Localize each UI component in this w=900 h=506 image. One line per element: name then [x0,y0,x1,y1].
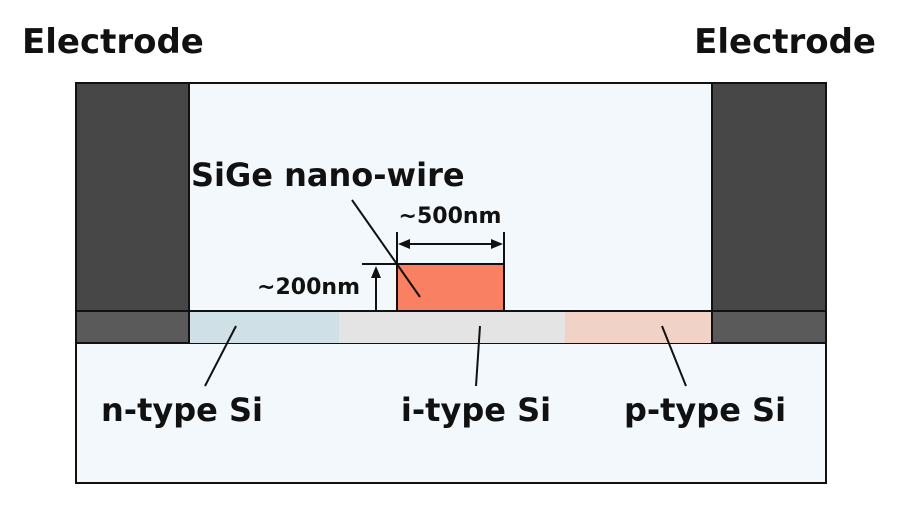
sige-nanowire [396,263,505,312]
p-type-si-region [565,311,712,343]
width-arrowhead-left [398,239,410,249]
nanowire-leader-line [351,199,421,298]
i-type-si-region [339,311,565,343]
nanowire-label: SiGe nano-wire [191,156,465,194]
i-type-leader-line [475,325,481,387]
electrode-left-label: Electrode [22,22,204,62]
electrode-left-contact [75,310,190,344]
p-type-si-label: p-type Si [624,391,786,429]
n-type-leader-line [204,325,237,387]
electrode-right-contact [711,310,827,344]
electrode-left-block [75,82,190,312]
p-type-leader-line [661,325,687,387]
height-arrowhead-top [371,266,381,278]
width-arrowhead-right [491,239,503,249]
n-type-si-label: n-type Si [101,391,263,429]
electrode-right-label: Electrode [694,22,876,62]
height-dimension-label: ~200nm [257,275,360,300]
width-dimension-label: ~500nm [399,204,502,229]
substrate-layer [75,342,827,484]
n-type-si-region [189,311,339,343]
electrode-right-block [711,82,827,312]
i-type-si-label: i-type Si [401,391,551,429]
